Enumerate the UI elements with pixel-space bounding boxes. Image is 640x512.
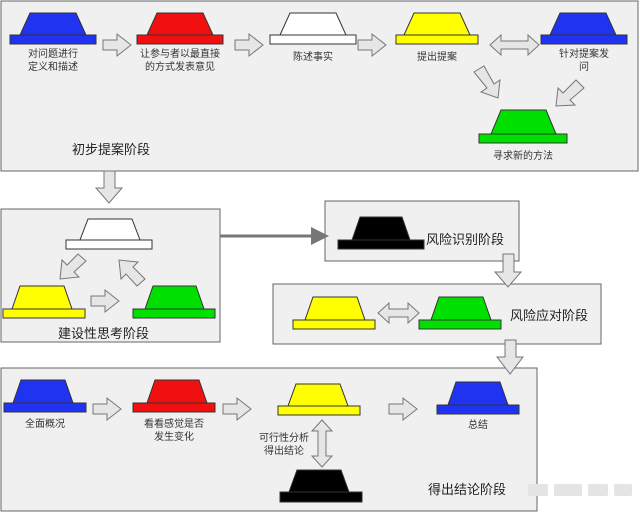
arrow-right	[234, 32, 264, 58]
arrow-down	[493, 253, 523, 288]
arrow-down	[495, 339, 525, 375]
label-express-opinion: 让参与者以最直接 的方式发表意见	[140, 49, 220, 73]
hat-green-response	[418, 296, 502, 330]
hat-green-constructive	[132, 285, 216, 319]
hat-yellow-constructive	[2, 285, 86, 319]
watermark	[528, 478, 634, 502]
stage-title-initial: 初步提案阶段	[72, 143, 151, 158]
hat-red-conclusion	[132, 379, 216, 413]
hat-blue-summary	[436, 381, 520, 415]
label-summary: 总结	[468, 420, 488, 431]
panel-conclusion	[0, 367, 538, 512]
hat-yellow-response	[292, 296, 376, 330]
label-define-problem: 对问题进行 定义和描述	[28, 49, 78, 73]
arrow-diagonal	[555, 79, 585, 107]
hat-green	[478, 109, 568, 144]
label-state-facts: 陈述事实	[293, 52, 333, 63]
stage-title-constructive: 建设性思考阶段	[58, 327, 150, 342]
label-seek-new-methods: 寻求新的方法	[493, 151, 553, 162]
hat-white	[269, 12, 357, 45]
hat-black-risk	[337, 216, 425, 250]
arrow-right	[90, 288, 120, 314]
arrow-right	[102, 32, 132, 58]
arrow-right	[357, 32, 387, 58]
hat-black-conclusion	[279, 469, 363, 503]
arrow-right	[388, 396, 418, 422]
arrow-diagonal	[118, 259, 146, 287]
hat-blue-2	[540, 12, 628, 45]
label-propose: 提出提案	[417, 52, 457, 63]
arrow-double-vertical	[310, 419, 334, 468]
arrow-diagonal	[59, 253, 87, 280]
label-question-proposal: 针对提案发 问	[559, 49, 609, 73]
arrow-diagonal	[473, 65, 501, 99]
stage-title-conclusion: 得出结论阶段	[428, 483, 507, 498]
hat-yellow	[395, 12, 479, 45]
hat-yellow-conclusion	[277, 383, 361, 416]
hat-blue-conclusion	[3, 379, 87, 413]
label-feasibility: 可行性分析 得出结论	[259, 433, 309, 457]
stage-title-risk-response: 风险应对阶段	[510, 309, 589, 324]
arrow-right	[92, 396, 122, 422]
label-overview: 全面概况	[25, 419, 65, 430]
stage-title-risk-identify: 风险识别阶段	[426, 233, 505, 248]
arrow-right	[222, 396, 252, 422]
arrow-down	[94, 170, 124, 204]
hat-blue	[9, 12, 97, 45]
label-feeling-change: 看看感觉是否 发生变化	[144, 419, 204, 443]
hat-red	[136, 12, 224, 45]
arrow-double	[489, 33, 540, 57]
arrow-double	[377, 301, 420, 325]
hat-white-constructive	[65, 218, 153, 250]
